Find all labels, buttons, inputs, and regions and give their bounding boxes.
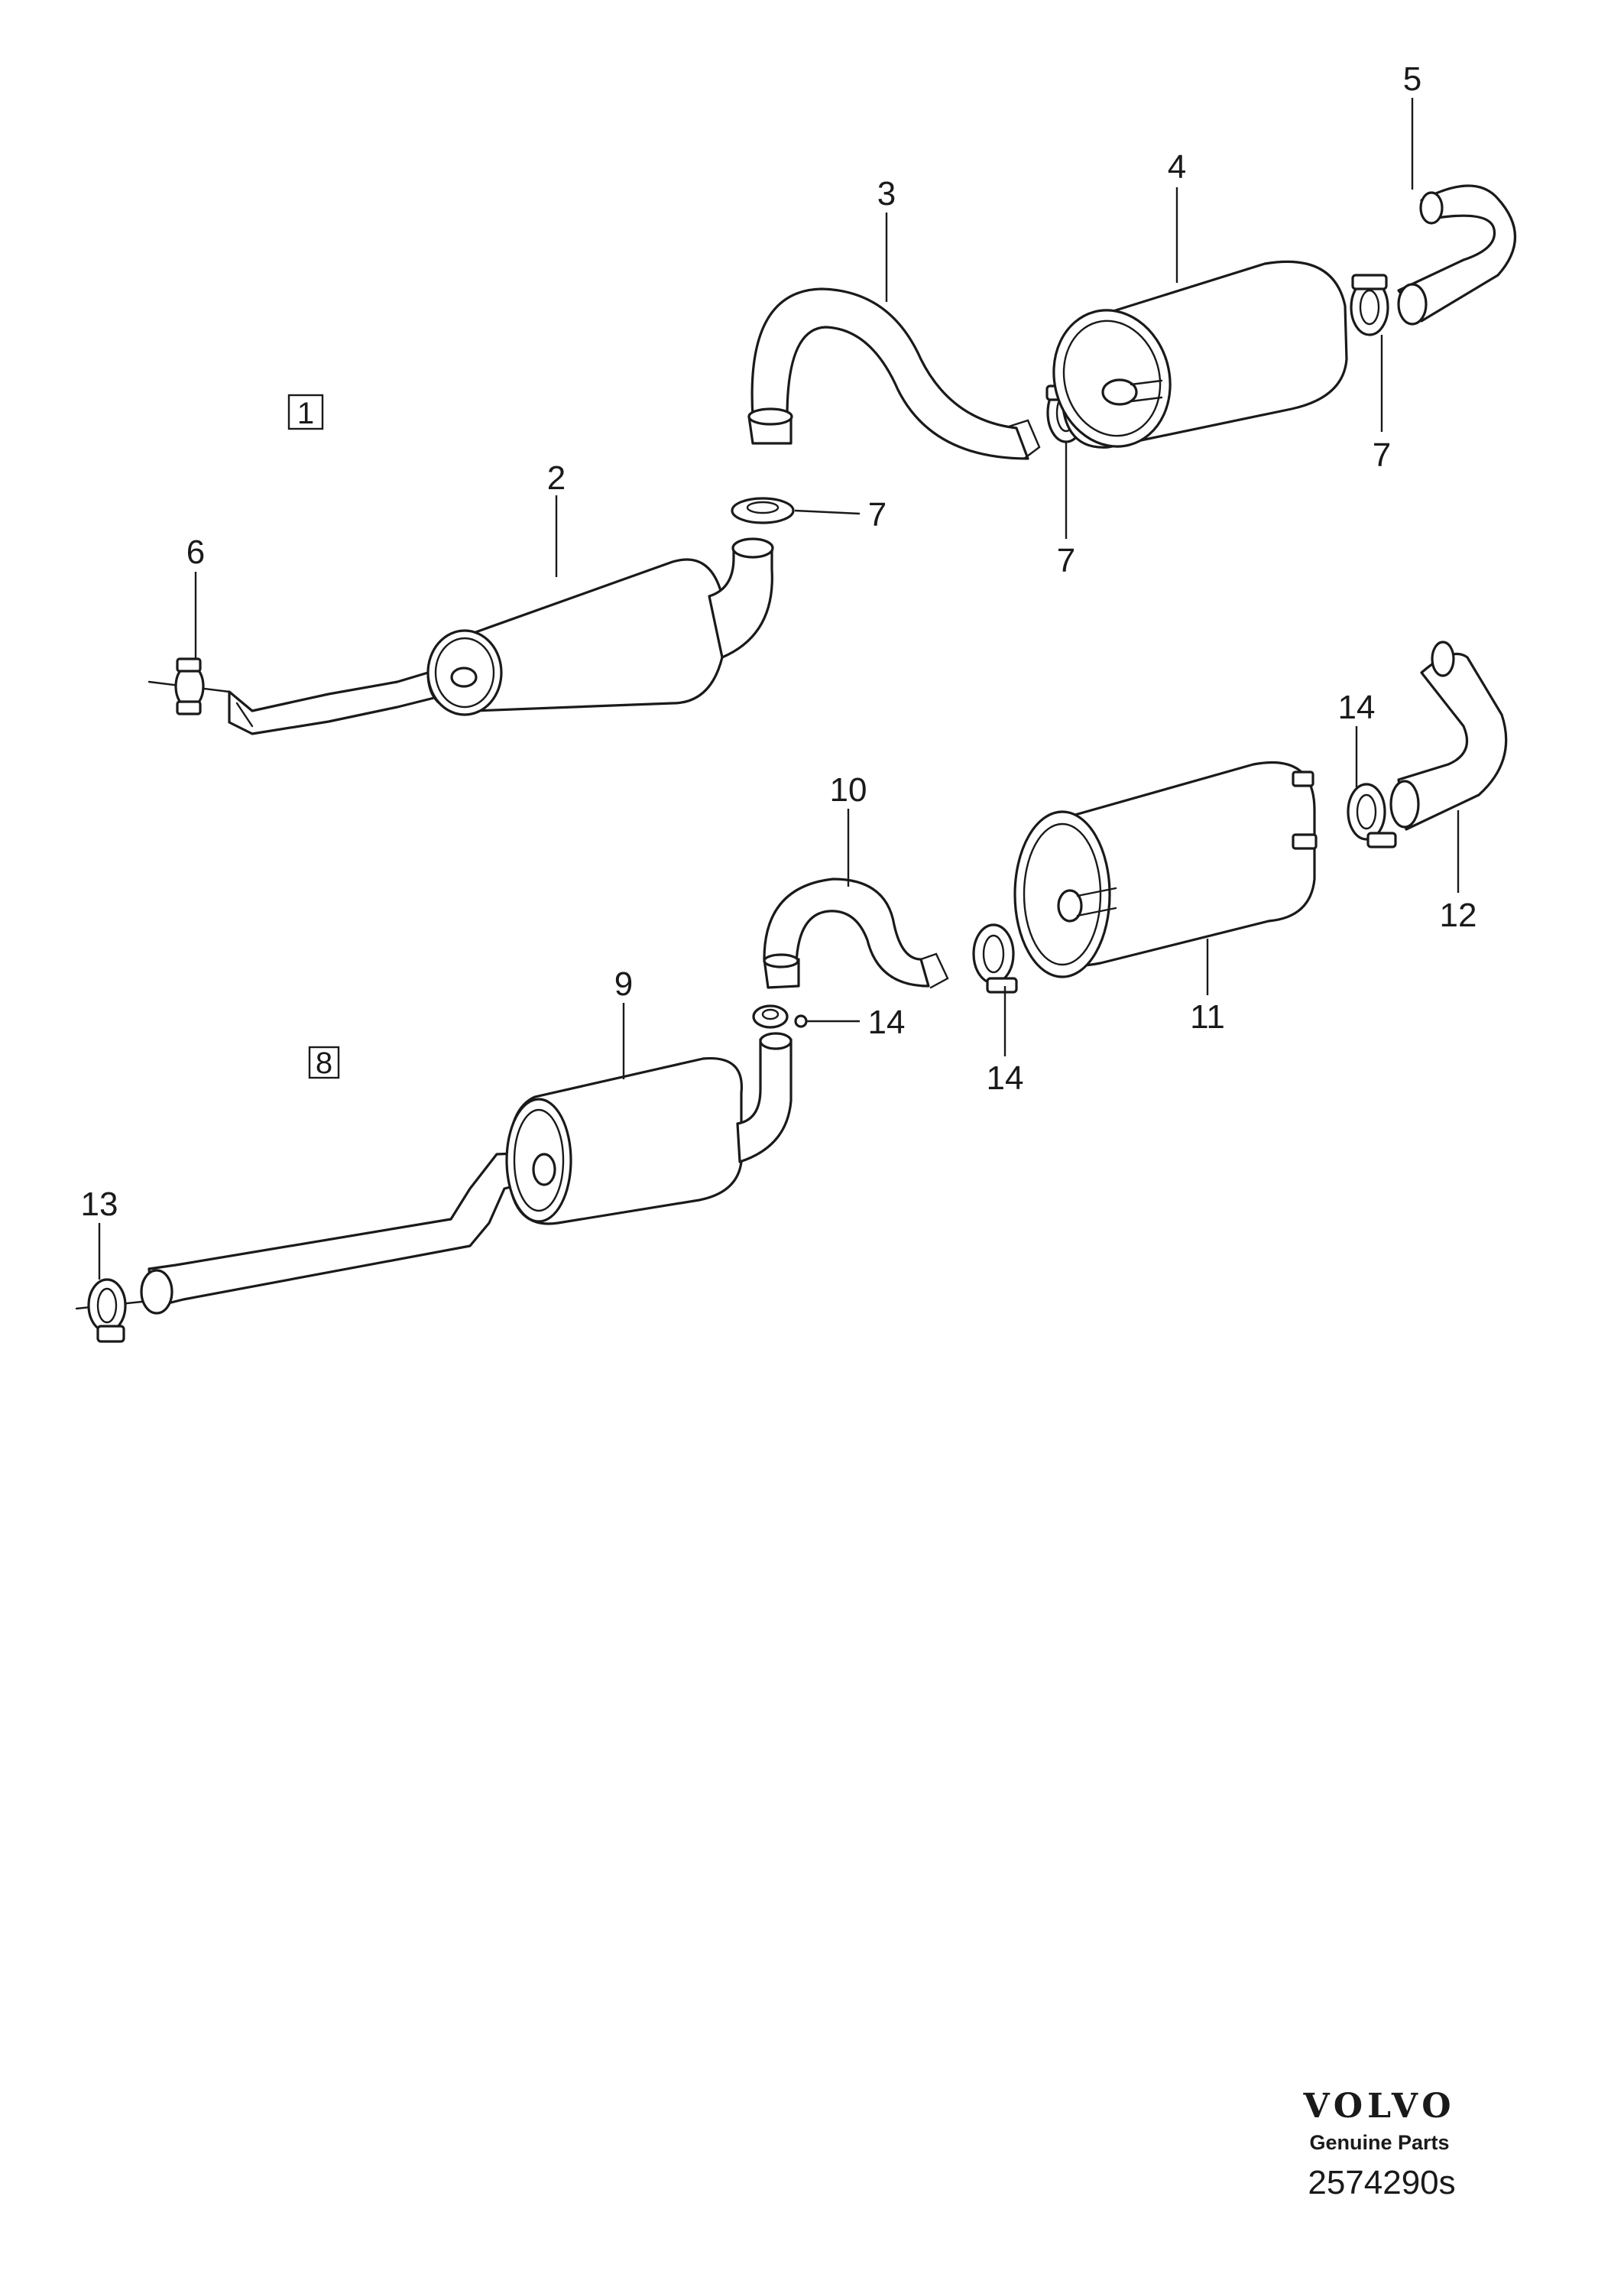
genuine-parts-label: Genuine Parts bbox=[1309, 2131, 1449, 2154]
volvo-logo: VOLVO bbox=[1302, 2087, 1455, 2126]
callout-3: 3 bbox=[877, 175, 896, 212]
part-7-clamp-upper[interactable] bbox=[1350, 274, 1389, 336]
brand-footer: VOLVO Genuine Parts 2574290s bbox=[1302, 2087, 1455, 2201]
part-4-rear-muffler[interactable] bbox=[1039, 260, 1348, 459]
part-5-tail-pipe[interactable] bbox=[1397, 184, 1517, 326]
part-9-front-muffler[interactable] bbox=[140, 1032, 793, 1315]
group-1-assembly bbox=[147, 184, 1517, 735]
callout-9: 9 bbox=[614, 965, 633, 1003]
part-14-clamp-upper[interactable] bbox=[1347, 783, 1397, 848]
callout-4: 4 bbox=[1168, 148, 1186, 186]
svg-text:1: 1 bbox=[297, 397, 314, 430]
part-7-gasket-lower[interactable] bbox=[731, 497, 795, 524]
callout-12: 12 bbox=[1440, 897, 1477, 934]
part-11-rear-muffler[interactable] bbox=[1013, 761, 1318, 978]
part-14-clamp-middle[interactable] bbox=[972, 923, 1018, 994]
callout-5: 5 bbox=[1403, 60, 1421, 98]
part-6-clamp[interactable] bbox=[147, 657, 231, 715]
leader-lines bbox=[98, 98, 1460, 1280]
callout-14-upper: 14 bbox=[1338, 689, 1376, 726]
svg-text:8: 8 bbox=[316, 1046, 332, 1080]
callout-10: 10 bbox=[830, 771, 867, 809]
callout-13: 13 bbox=[81, 1186, 118, 1223]
group-8-assembly bbox=[75, 641, 1508, 1343]
callout-labels: 2 3 4 5 6 7 7 7 9 10 11 12 13 14 14 14 bbox=[81, 60, 1477, 1223]
callout-11: 11 bbox=[1190, 998, 1225, 1036]
part-12-tail-pipe[interactable] bbox=[1389, 641, 1508, 831]
callout-14-lower: 14 bbox=[868, 1004, 906, 1041]
part-3-intermediate-pipe[interactable] bbox=[747, 287, 1041, 460]
callout-14-middle: 14 bbox=[987, 1059, 1024, 1097]
group-marker-8: 8 bbox=[308, 1046, 340, 1080]
part-14-gasket-lower[interactable] bbox=[752, 1004, 808, 1029]
part-13-clamp[interactable] bbox=[75, 1278, 151, 1343]
callout-7-middle: 7 bbox=[1057, 542, 1075, 579]
group-marker-1: 1 bbox=[287, 394, 324, 430]
diagram-code: 2574290s bbox=[1308, 2164, 1455, 2201]
part-10-intermediate-pipe[interactable] bbox=[763, 877, 949, 989]
callout-6: 6 bbox=[186, 534, 205, 571]
callout-7-lower: 7 bbox=[868, 496, 887, 534]
callout-7-upper: 7 bbox=[1373, 436, 1391, 474]
part-2-front-muffler[interactable] bbox=[228, 537, 774, 735]
callout-2: 2 bbox=[547, 459, 566, 497]
